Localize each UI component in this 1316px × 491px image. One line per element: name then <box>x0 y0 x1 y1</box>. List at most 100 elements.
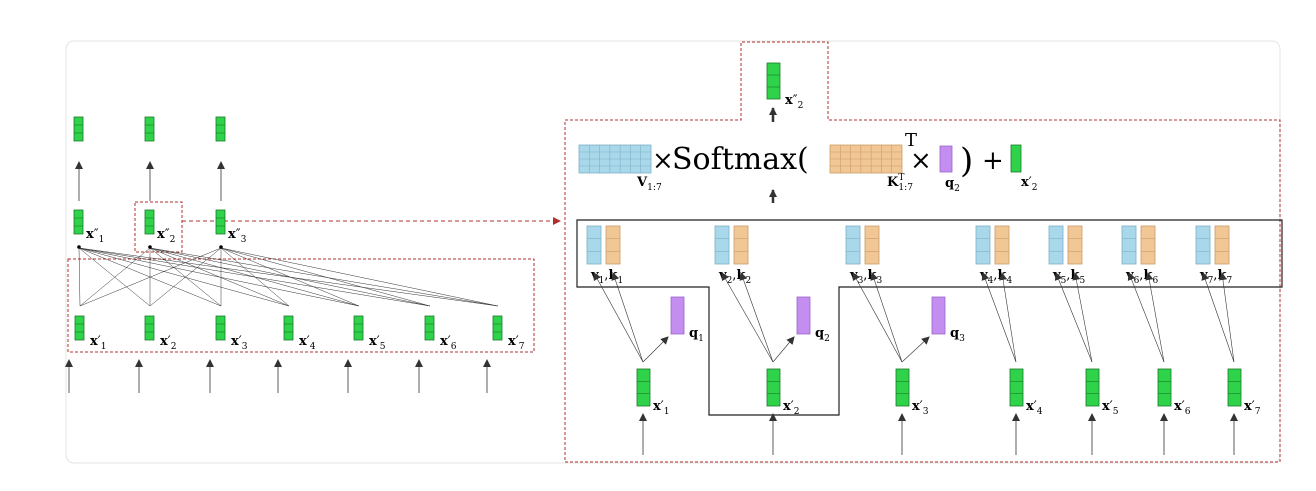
right-input-vector-body <box>636 368 651 407</box>
left-input-vector <box>492 315 503 341</box>
attention-edge <box>149 247 360 307</box>
query-label-base: q <box>950 326 959 341</box>
left-mid-label: x″1 <box>86 227 104 245</box>
key-vector <box>864 225 880 265</box>
right-input-label-base: x <box>1174 399 1182 414</box>
right-input-vector-body <box>766 368 781 407</box>
value-vector-body <box>975 225 991 265</box>
value-vector-body <box>845 225 861 265</box>
attention-edge <box>220 247 499 307</box>
query-vector <box>796 296 811 335</box>
key-vector-body <box>1214 225 1230 265</box>
right-input-vector <box>1009 368 1024 407</box>
fan-origin-dot <box>148 245 152 249</box>
left-input-vector <box>74 315 85 341</box>
kv-label: v6,k6 <box>1125 268 1158 286</box>
kv-label-sep: , <box>1213 268 1217 283</box>
value-vector <box>714 225 730 265</box>
right-input-vector <box>1085 368 1100 407</box>
left-input-label-prime: ′ <box>239 334 242 349</box>
proj-arrow-v <box>1127 272 1165 363</box>
left-input-vector <box>283 315 294 341</box>
keys-matrix <box>829 144 903 174</box>
value-vector <box>1195 225 1211 265</box>
right-input-vector-body <box>1085 368 1100 407</box>
output-label: x″2 <box>785 93 803 111</box>
left-input-label-sub: 7 <box>519 342 525 352</box>
kv-label-sub: 3 <box>876 276 882 286</box>
value-vector <box>845 225 861 265</box>
query-label-sub: 2 <box>954 184 960 194</box>
kv-label-sub: 5 <box>1061 276 1067 286</box>
left-input-label-prime: ′ <box>307 334 310 349</box>
right-input-label-sub: 1 <box>664 407 670 417</box>
key-vector <box>1067 225 1083 265</box>
right-input-label: x′7 <box>1244 399 1261 417</box>
left-input-label-sub: 2 <box>171 342 177 352</box>
keys-label-base: K <box>887 175 899 190</box>
right-zoom-box <box>564 41 1281 463</box>
right-input-vector <box>1157 368 1172 407</box>
kv-label-sub: 7 <box>1208 276 1214 286</box>
left-input-vector-body <box>424 315 435 341</box>
left-mid-vector <box>73 209 84 235</box>
query-label-base: q <box>689 326 698 341</box>
key-vector-body <box>864 225 880 265</box>
attention-edge <box>220 247 360 307</box>
left-input-vector-body <box>492 315 503 341</box>
proj-arrow-v <box>1201 272 1235 363</box>
left-highlight-box <box>134 201 183 253</box>
kv-label-sep: , <box>732 268 736 283</box>
left-input-label-sub: 3 <box>242 342 248 352</box>
query-label-base: q <box>815 326 824 341</box>
left-top-vector <box>215 116 226 142</box>
formula-times-1: × <box>652 146 674 176</box>
proj-arrow-v <box>852 272 903 363</box>
left-input-label-sub: 6 <box>451 342 457 352</box>
keys-label-sub: 1:7 <box>898 183 913 193</box>
value-vector-body <box>1121 225 1137 265</box>
proj-arrow-q <box>642 336 669 363</box>
residual-label-base: x <box>1021 175 1029 190</box>
key-vector <box>994 225 1010 265</box>
left-mid-label-prime: ″ <box>94 227 99 242</box>
left-mid-label-base: x <box>228 227 236 242</box>
right-input-vector <box>895 368 910 407</box>
query-vector-body <box>939 145 953 173</box>
value-vector-body <box>1195 225 1211 265</box>
left-input-vector-body <box>74 315 85 341</box>
right-input-label-sub: 7 <box>1255 407 1261 417</box>
left-input-label: x′2 <box>160 334 177 352</box>
query-label: q3 <box>950 326 965 344</box>
residual-vector-body <box>1010 144 1022 173</box>
key-vector-body <box>605 225 621 265</box>
proj-arrow-v <box>981 272 1017 363</box>
left-input-vector-body <box>353 315 364 341</box>
right-input-label: x′3 <box>912 399 929 417</box>
formula-plus: + <box>982 146 1004 176</box>
formula-times-2: × <box>910 146 932 176</box>
query-label-sub: 2 <box>824 334 830 344</box>
left-input-label-base: x <box>440 334 448 349</box>
left-input-label-base: x <box>90 334 98 349</box>
kv-label-sep: , <box>604 268 608 283</box>
query-vector <box>931 296 946 335</box>
kv-label-sub: 2 <box>727 276 733 286</box>
kv-label-sub: 4 <box>1006 276 1012 286</box>
attention-edge <box>78 247 499 307</box>
query-vector-body <box>670 296 685 335</box>
attention-edge <box>149 247 499 307</box>
right-input-label: x′4 <box>1026 399 1043 417</box>
left-input-vector-body <box>144 315 155 341</box>
left-top-vector <box>73 116 84 142</box>
kv-label-sub: 6 <box>1134 276 1140 286</box>
attention-edge <box>78 247 81 307</box>
left-mid-vector-body <box>73 209 84 235</box>
attention-edge <box>220 247 290 307</box>
values-label: V1:7 <box>636 175 662 193</box>
value-vector <box>586 225 602 265</box>
value-vector <box>1121 225 1137 265</box>
